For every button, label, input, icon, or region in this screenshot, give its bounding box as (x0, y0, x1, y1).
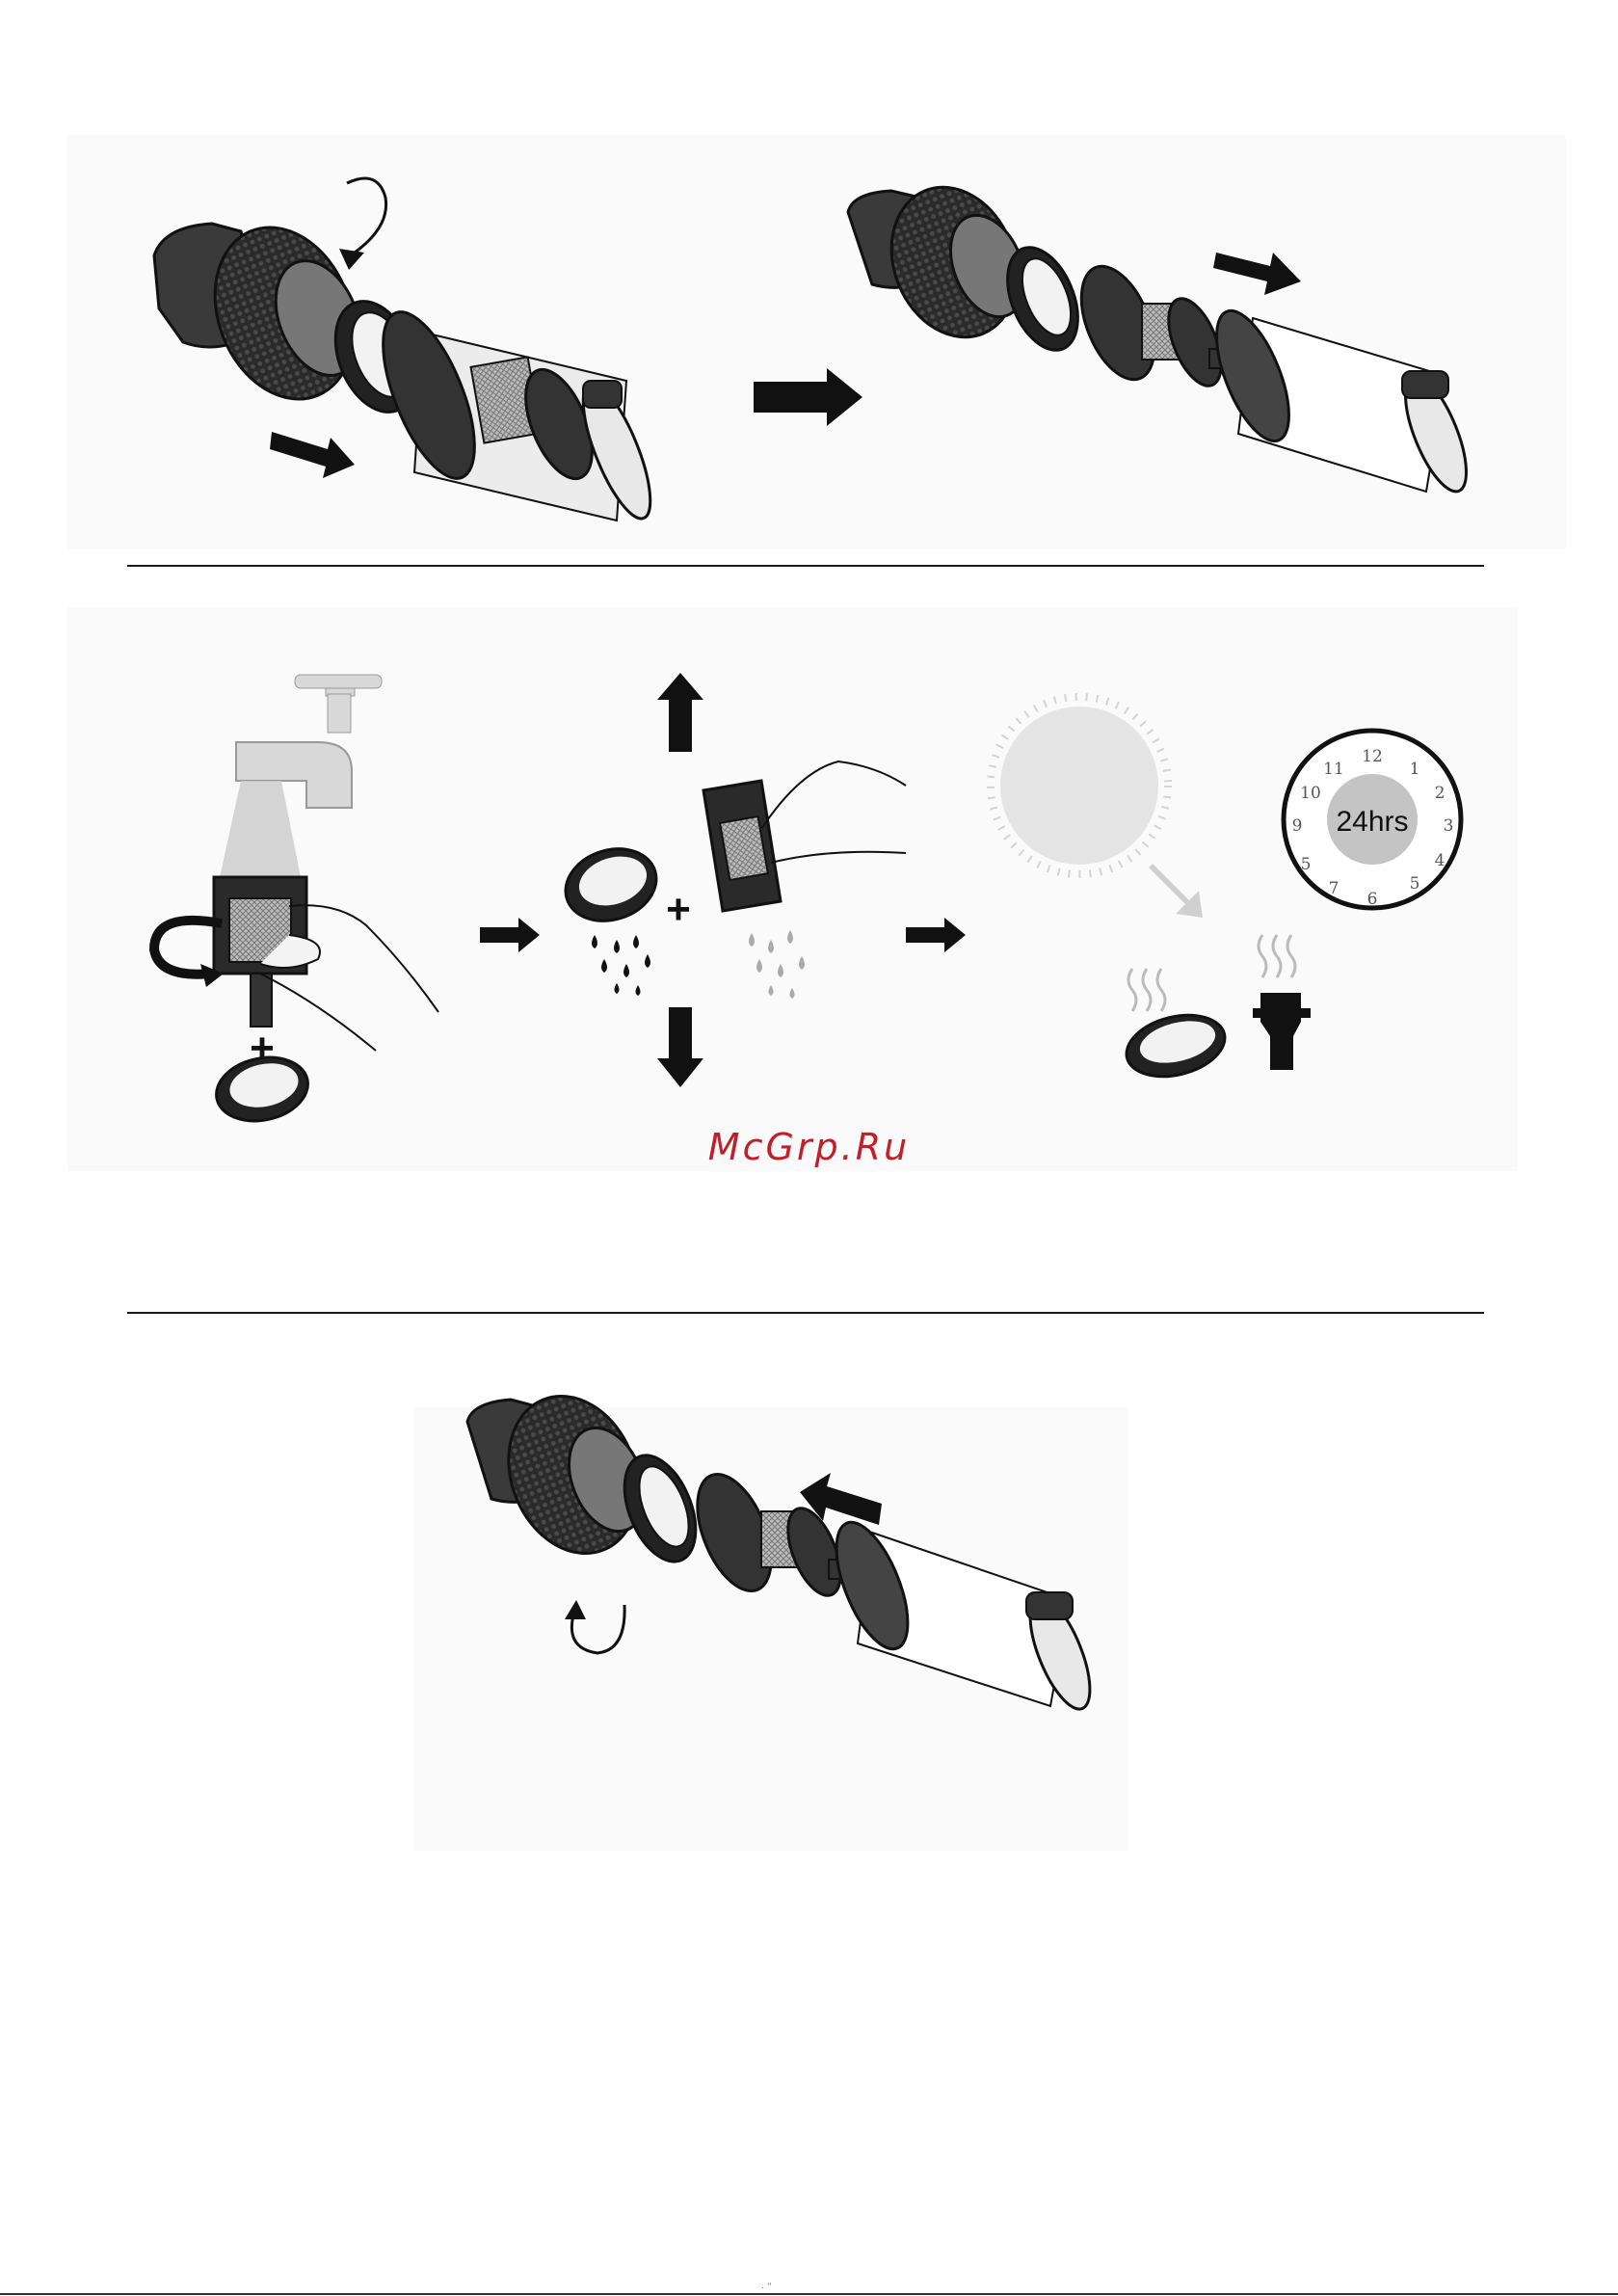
svg-text:7: 7 (1329, 879, 1339, 898)
water-drop-icon (592, 935, 650, 996)
svg-text:11: 11 (1323, 760, 1344, 779)
foam-filter-being-washed (214, 877, 438, 1051)
plus-icon: + (666, 886, 691, 933)
svg-text:5: 5 (1410, 874, 1420, 894)
svg-text:4: 4 (1435, 851, 1446, 870)
arrow-icon (906, 918, 966, 952)
page-bottom-edge (0, 2293, 1618, 2295)
svg-text:10: 10 (1300, 784, 1321, 803)
arrow-icon (480, 918, 540, 952)
clock-duration-label: 24hrs (1336, 806, 1408, 838)
foam-ring (210, 1050, 313, 1130)
foam-ring-drying (1120, 1005, 1231, 1085)
foam-ring (556, 838, 666, 932)
filter-assembly-reassembly (467, 1376, 1102, 1717)
filter-drying (1253, 993, 1311, 1070)
svg-text:2: 2 (1435, 784, 1446, 803)
rotate-arrow-icon (339, 178, 386, 270)
svg-text:5: 5 (1301, 855, 1312, 874)
clock-icon: 24hrs 12 1 2 3 4 5 6 7 5 9 10 11 (1284, 731, 1461, 909)
arrow-icon (270, 432, 355, 478)
filter-assembly-left (154, 206, 663, 526)
water-drop-icon (749, 930, 805, 999)
arrow-icon (657, 1007, 703, 1087)
arrow-icon (1213, 253, 1301, 295)
rotate-arrow-icon (565, 1600, 624, 1653)
arrow-icon (754, 368, 862, 426)
watermark: McGrp.Ru (0, 1126, 1618, 1168)
filter-cylinder-shaken (703, 761, 906, 911)
faucet-icon (220, 675, 382, 877)
svg-text:9: 9 (1292, 816, 1303, 836)
footer-mark: · ʼʼ (761, 2283, 772, 2293)
filter-assembly-separated (848, 169, 1478, 499)
sun-icon (991, 697, 1203, 918)
svg-text:12: 12 (1362, 747, 1383, 766)
svg-text:1: 1 (1410, 760, 1420, 779)
svg-text:6: 6 (1367, 890, 1378, 909)
arrow-icon (657, 673, 703, 752)
svg-text:3: 3 (1444, 816, 1454, 836)
